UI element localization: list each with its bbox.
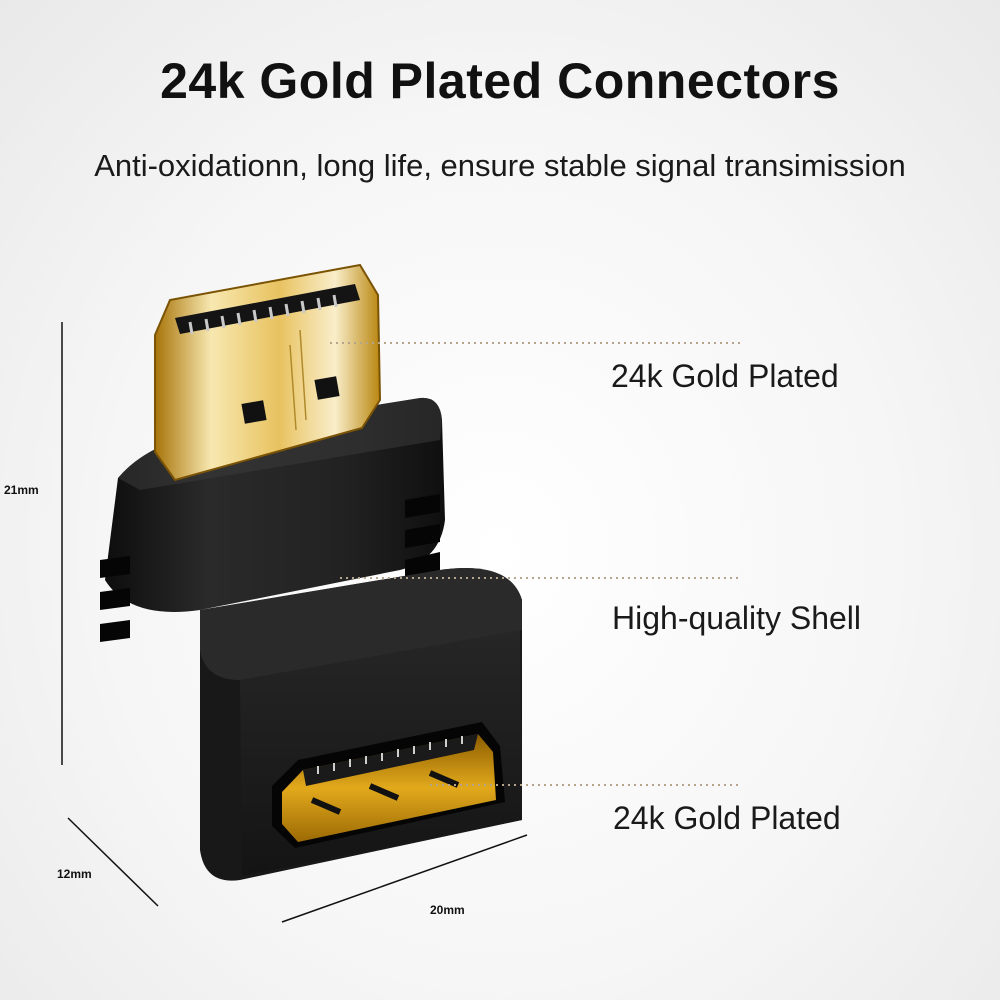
subheadline: Anti-oxidationn, long life, ensure stabl…: [94, 148, 906, 183]
callout-port-label: 24k Gold Plated: [613, 800, 841, 836]
male-plug-gold: [154, 263, 382, 482]
female-port-gold: [272, 722, 505, 848]
headline: 24k Gold Plated Connectors: [160, 53, 840, 109]
callout-shell-label: High-quality Shell: [612, 600, 862, 636]
dimension-height: 21mm: [4, 483, 39, 497]
dimension-depth: 12mm: [57, 867, 92, 881]
dimension-lines: [61, 322, 528, 923]
callout-leaders: [330, 342, 740, 786]
dimension-width: 20mm: [430, 903, 465, 917]
callout-plug-label: 24k Gold Plated: [611, 358, 839, 394]
